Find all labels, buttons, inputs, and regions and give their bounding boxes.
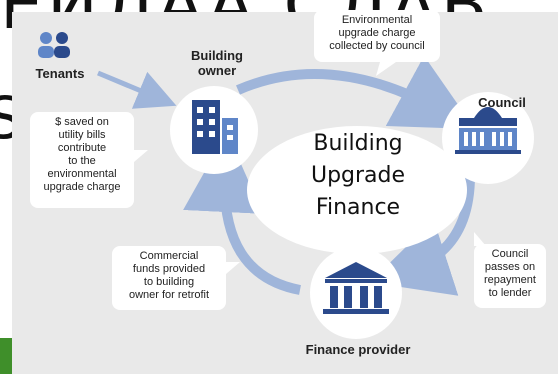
- top-note-tail: [376, 62, 396, 76]
- bottom-left-note: Commercial funds provided to building ow…: [112, 246, 226, 310]
- center-ellipse: [247, 126, 467, 254]
- tenants-label: Tenants: [35, 66, 85, 81]
- right-note-line-2: passes on: [484, 261, 536, 273]
- building-owner-label-line-1: Building: [191, 48, 243, 63]
- center-title-line-2: Upgrade: [310, 163, 406, 188]
- bank-icon: [323, 262, 389, 314]
- left-note-line-3: contribute: [57, 142, 107, 154]
- left-note-line-1: $ saved on: [55, 116, 109, 128]
- right-note-tail: [474, 232, 486, 246]
- left-note-line-2: utility bills: [58, 129, 106, 141]
- right-note: Council passes on repayment to lender: [474, 244, 546, 308]
- finance-provider-label: Finance provider: [305, 342, 411, 357]
- left-note-line-4: to the: [68, 155, 96, 167]
- right-note-line-3: repayment: [484, 274, 536, 286]
- bottom-left-note-line-4: owner for retrofit: [128, 289, 210, 301]
- center-title: Building Upgrade Finance: [258, 128, 458, 224]
- background-green-bar: [0, 338, 12, 374]
- tenants-icon: [38, 32, 70, 58]
- bottom-left-note-line-2: funds provided: [132, 263, 206, 275]
- building-icon: [192, 100, 238, 154]
- bottom-left-note-line-3: to building: [143, 276, 195, 288]
- building-owner-label-line-2: owner: [197, 63, 237, 78]
- left-note-line-6: upgrade charge: [43, 181, 121, 193]
- council-icon: [455, 107, 521, 154]
- top-note-line-3: collected by council: [329, 40, 425, 52]
- bottom-left-note-line-1: Commercial: [139, 250, 199, 262]
- finance-provider-circle: [310, 247, 402, 339]
- bottom-left-note-tail: [226, 262, 240, 274]
- top-note: Environmental upgrade charge collected b…: [314, 10, 440, 62]
- cycle-arrow-council-to-finance: [369, 174, 475, 296]
- top-note-line-2: upgrade charge: [338, 27, 416, 39]
- right-note-line-1: Council: [491, 248, 529, 260]
- left-note-line-5: environmental: [47, 168, 117, 180]
- cycle-arrow-owner-to-council: [236, 55, 476, 130]
- top-note-line-1: Environmental: [341, 14, 413, 26]
- left-note: $ saved on utility bills contribute to t…: [30, 112, 134, 208]
- left-note-tail: [134, 150, 148, 162]
- building-owner-label: Building owner: [180, 48, 254, 78]
- council-label: Council: [478, 95, 526, 110]
- center-title-line-1: Building: [313, 131, 403, 156]
- cycle-arrow-finance-to-owner: [183, 132, 301, 295]
- tenants-arrow: [97, 70, 177, 109]
- center-title-line-3: Finance: [315, 195, 401, 220]
- right-note-line-4: to lender: [488, 287, 532, 299]
